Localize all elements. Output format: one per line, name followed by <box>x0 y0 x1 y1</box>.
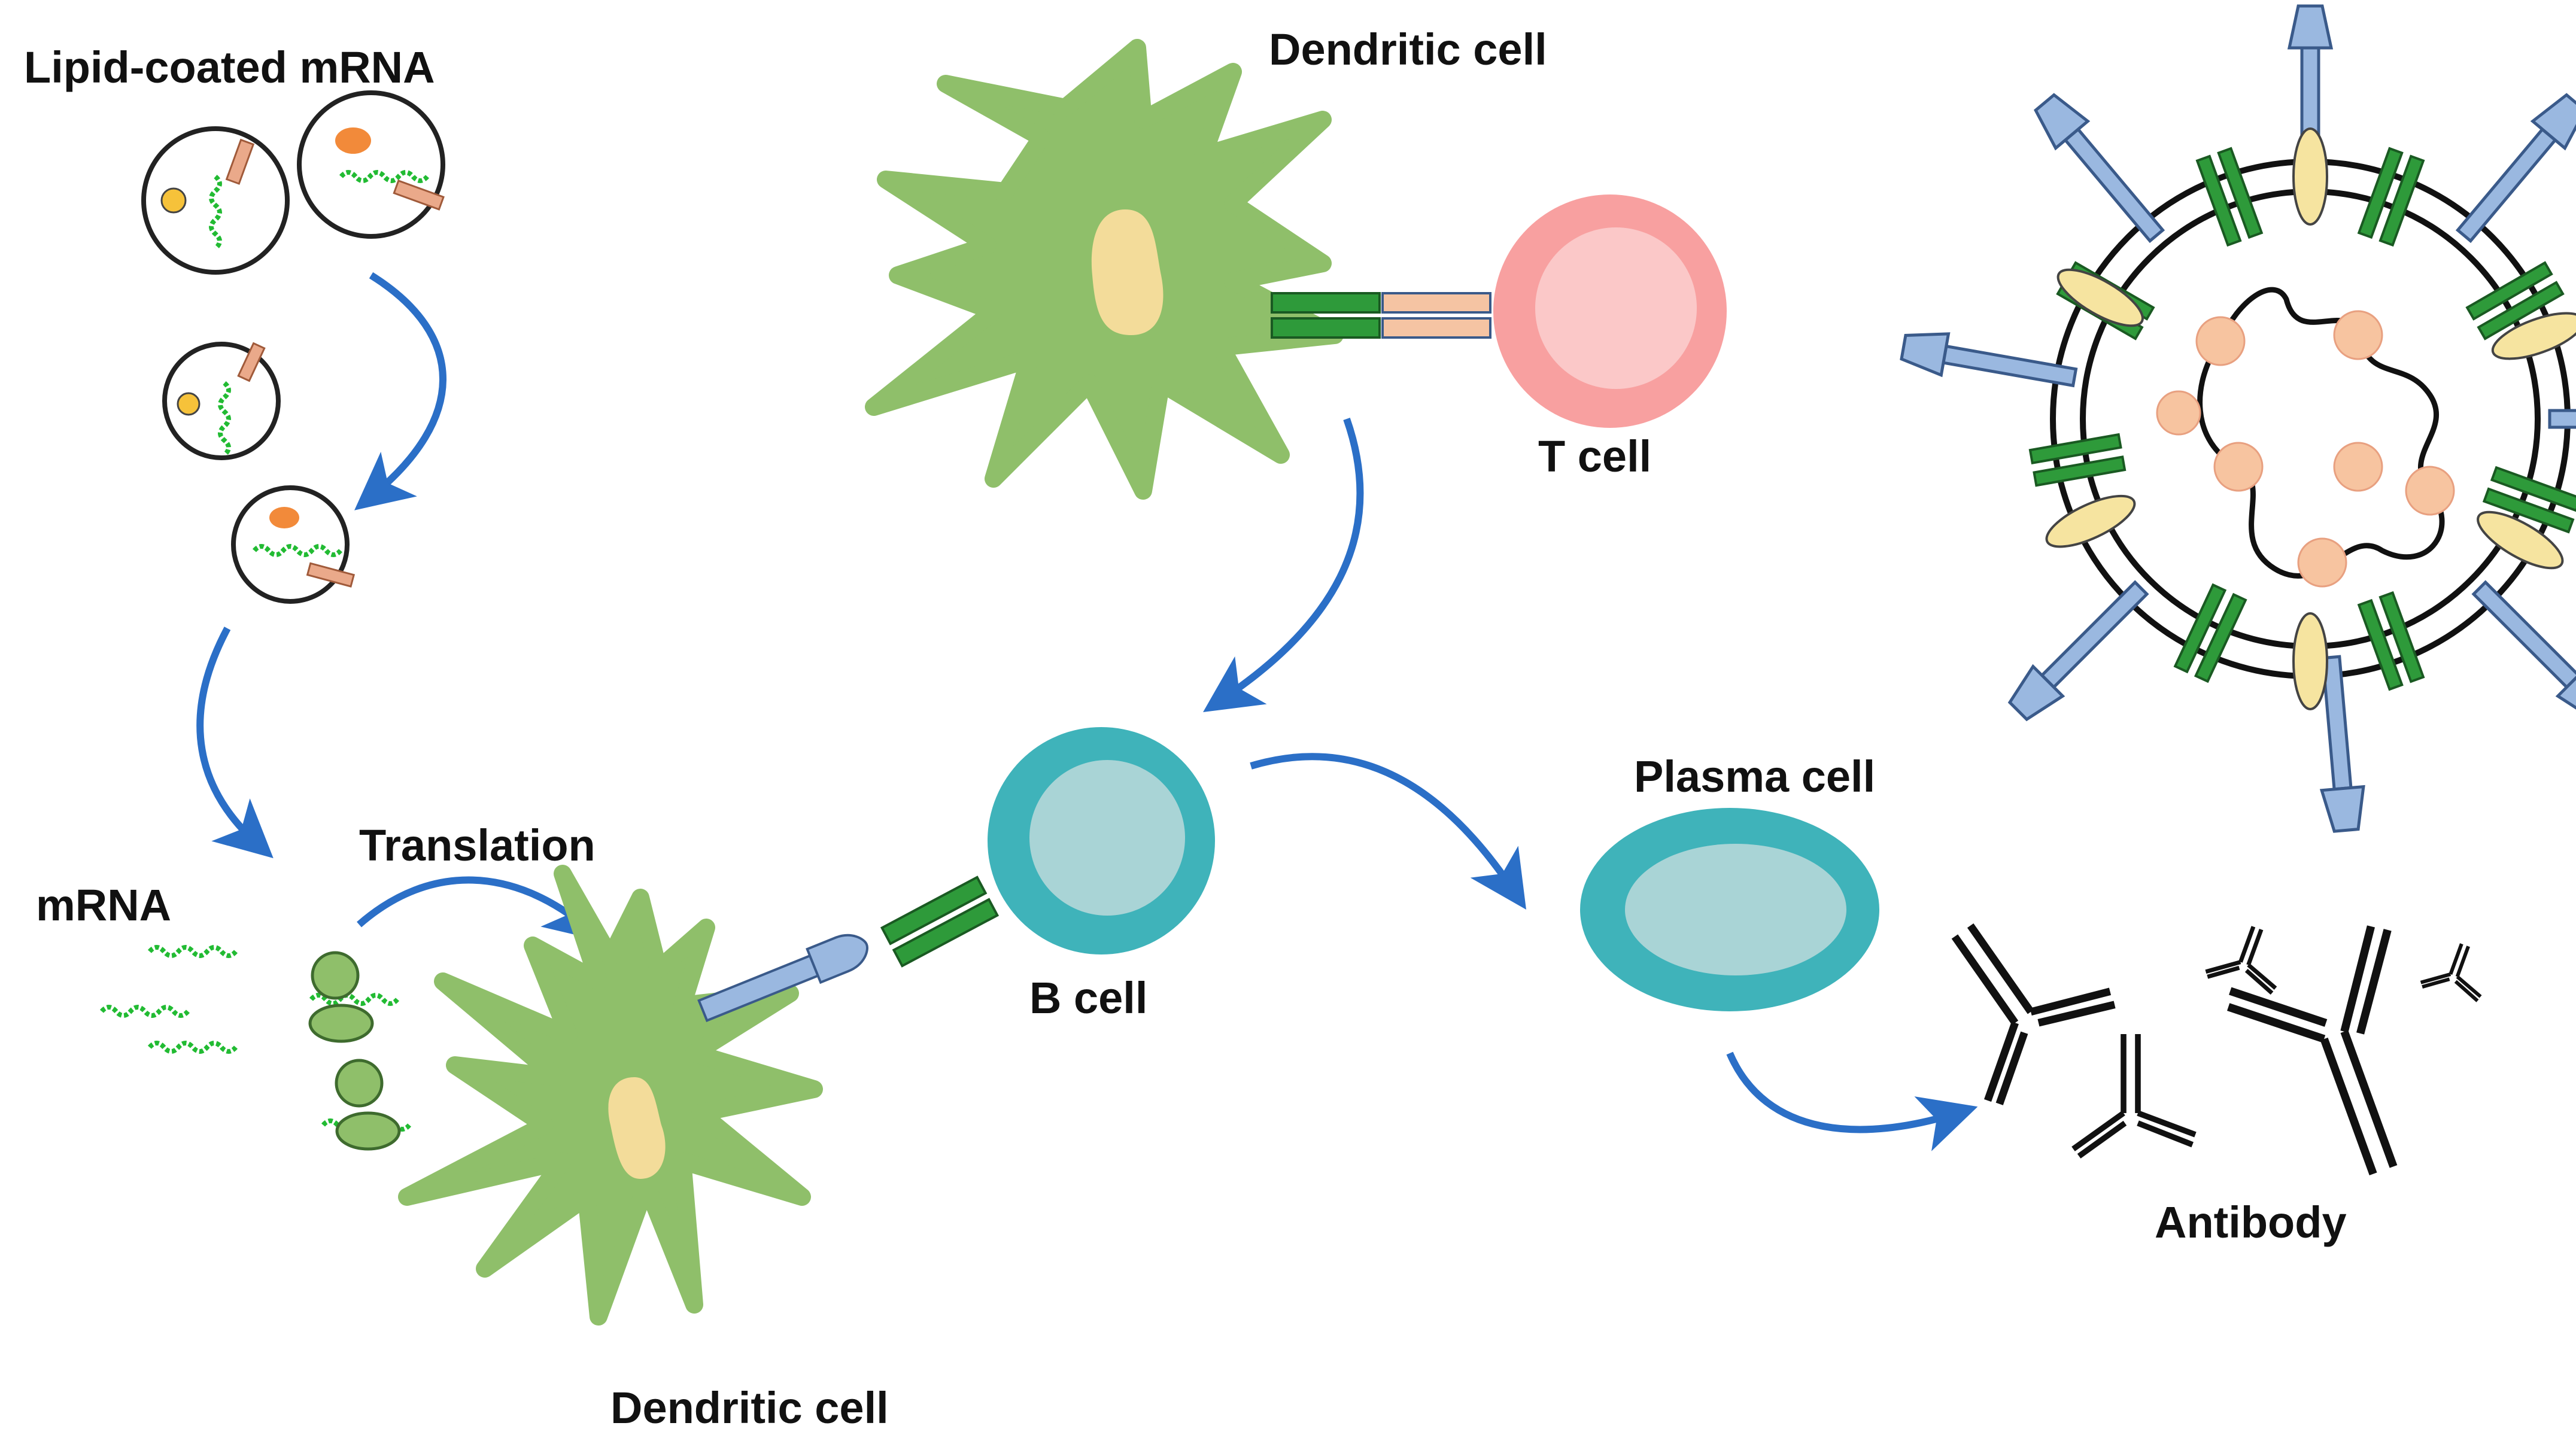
t-cell-receptor <box>1381 292 1491 339</box>
label-antibody: Antibody <box>2155 1197 2347 1247</box>
label-b-cell: B cell <box>1029 973 1148 1023</box>
label-t-cell: T cell <box>1538 431 1652 481</box>
b-cell-receptor <box>880 876 1000 968</box>
arrow-b-to-plasma <box>1250 753 1526 910</box>
t-cell <box>1493 194 1727 428</box>
lipid-nanoparticle-1 <box>141 126 290 275</box>
virus-envelope-proteins <box>2045 127 2576 710</box>
label-plasma-cell: Plasma cell <box>1634 752 1876 801</box>
arrow-lnp-to-mrna <box>196 627 274 859</box>
spike-protein-antigen <box>697 934 868 1022</box>
label-lipid-coated-mrna: Lipid-coated mRNA <box>24 42 435 92</box>
arrow-plasma-to-antibody <box>1726 1051 1978 1151</box>
arrow-t-to-b <box>1203 418 1364 712</box>
antibodies <box>1951 923 2482 1175</box>
b-cell <box>988 727 1215 954</box>
antibody-1 <box>1951 923 2116 1105</box>
arrow-translation <box>357 876 603 942</box>
coronavirus <box>1900 4 2576 833</box>
dendritic-cell-bottom <box>398 865 823 1326</box>
label-dendritic-cell-top: Dendritic cell <box>1269 25 1547 74</box>
lipid-nanoparticle-3 <box>162 342 281 460</box>
arrow-lnp-uptake <box>354 272 446 510</box>
ribosome-1 <box>308 951 374 1043</box>
antibody-5 <box>2420 943 2482 1002</box>
lipid-nanoparticle-4 <box>231 485 356 604</box>
plasma-cell <box>1580 808 1879 1011</box>
lipid-nanoparticle-2 <box>297 90 445 239</box>
antibody-4 <box>2226 925 2398 1175</box>
ribosome-2 <box>335 1059 401 1151</box>
virus-spikes <box>1900 4 2576 833</box>
mhc-complex <box>1271 292 1381 339</box>
dendritic-cell-top <box>865 39 1344 500</box>
label-dendritic-cell-bottom: Dendritic cell <box>610 1383 889 1433</box>
antibody-2 <box>2205 926 2277 995</box>
nucleocapsid-beads <box>2156 310 2455 588</box>
label-mrna: mRNA <box>36 880 172 930</box>
antibody-3 <box>2071 1033 2197 1159</box>
label-translation: Translation <box>359 820 596 870</box>
